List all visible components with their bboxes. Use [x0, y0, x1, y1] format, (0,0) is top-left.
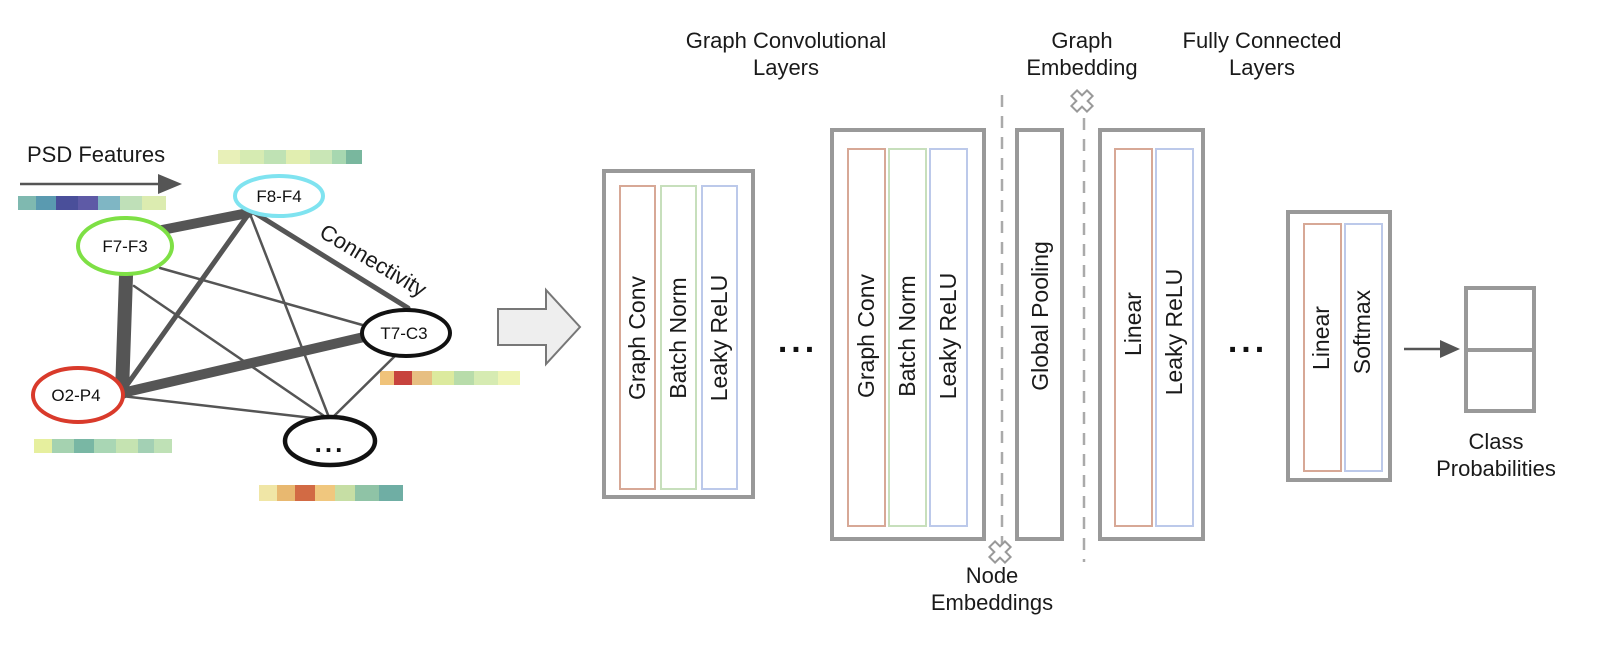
feature-strip-f7f3	[18, 196, 166, 210]
gc2-leaky-relu-label: Leaky ReLU	[935, 273, 961, 400]
psd-features-label: PSD Features	[27, 142, 165, 167]
gc2-leaky-relu-sublayer	[929, 148, 968, 527]
gc2-graph-conv-sublayer	[847, 148, 886, 527]
node-embedding-x-icon	[987, 539, 1013, 565]
node-f8f4-ring	[233, 174, 325, 218]
fc1-leaky-relu-sublayer	[1155, 148, 1194, 527]
fc2-linear-sublayer	[1303, 223, 1342, 472]
gc1-graph-conv-label: Graph Conv	[624, 276, 650, 401]
fc2-softmax-sublayer	[1344, 223, 1383, 472]
fc-block-1: Linear Leaky ReLU	[1098, 128, 1205, 541]
fc-header-line1: Fully Connected	[1183, 28, 1342, 53]
node-f7f3-label: F7-F3	[102, 237, 147, 256]
node-more-label: ...	[315, 428, 346, 458]
ge-header-line1: Graph	[1051, 28, 1112, 53]
node-embeddings-line2: Embeddings	[931, 590, 1053, 615]
gc2-batch-norm-sublayer	[888, 148, 927, 527]
gc1-graph-conv-sublayer	[619, 185, 656, 490]
node-o2p4-ring	[31, 366, 125, 424]
output-arrow-head	[1440, 340, 1460, 358]
node-t7c3-label: T7-C3	[380, 324, 427, 343]
eeg-graph: PSD Features	[18, 142, 520, 501]
gc1-leaky-relu-label: Leaky ReLU	[706, 275, 732, 402]
flow-arrow	[497, 287, 582, 367]
section-headers: Graph Convolutional Layers Graph Embeddi…	[686, 28, 1342, 80]
node-f7f3-ring	[76, 216, 174, 276]
node-f7f3: F7-F3	[76, 216, 174, 276]
gc-header-line1: Graph Convolutional	[686, 28, 887, 53]
fc2-linear-label: Linear	[1308, 306, 1334, 370]
gc1-batch-norm-label: Batch Norm	[665, 277, 691, 398]
graph-embedding-x-icon	[1069, 88, 1095, 114]
gc-block-1: Graph Conv Batch Norm Leaky ReLU	[602, 169, 755, 499]
node-more-ring	[282, 414, 378, 468]
feature-strip-more	[259, 485, 403, 501]
fc1-leaky-relu-label: Leaky ReLU	[1161, 269, 1187, 396]
feature-strip-f8f4	[218, 150, 362, 164]
node-f8f4-label: F8-F4	[256, 187, 301, 206]
gc-ellipsis: ...	[778, 322, 818, 360]
psd-arrow-head	[158, 174, 182, 194]
fc1-linear-label: Linear	[1120, 292, 1146, 356]
gc-header-line2: Layers	[753, 55, 819, 80]
graph-edges	[115, 207, 411, 422]
feature-strip-t7c3	[380, 371, 520, 385]
node-more: ...	[282, 414, 378, 468]
fc1-linear-sublayer	[1114, 148, 1153, 527]
fc2-softmax-label: Softmax	[1349, 289, 1375, 374]
gc-block-2: Graph Conv Batch Norm Leaky ReLU	[830, 128, 986, 541]
ge-header-line2: Embedding	[1026, 55, 1137, 80]
fc-ellipsis: ...	[1228, 322, 1268, 360]
feature-strip-o2p4	[34, 439, 172, 453]
gc1-leaky-relu-sublayer	[701, 185, 738, 490]
gc1-batch-norm-sublayer	[660, 185, 697, 490]
class-probabilities-box	[1464, 286, 1536, 413]
gc2-graph-conv-label: Graph Conv	[853, 274, 879, 399]
global-pooling-block: Global Pooling	[1015, 128, 1064, 541]
node-o2p4: O2-P4	[31, 366, 125, 424]
node-o2p4-label: O2-P4	[51, 386, 100, 405]
gc2-batch-norm-label: Batch Norm	[894, 275, 920, 396]
global-pooling-label: Global Pooling	[1027, 241, 1053, 391]
node-t7c3-ring	[360, 308, 452, 358]
class-probabilities-line1: Class	[1468, 429, 1523, 454]
fc-header-line2: Layers	[1229, 55, 1295, 80]
class-probabilities-line2: Probabilities	[1436, 456, 1556, 481]
fc-block-2: Linear Softmax	[1286, 210, 1392, 482]
node-t7c3: T7-C3	[360, 308, 452, 358]
node-f8f4: F8-F4	[233, 174, 325, 218]
node-embeddings-line1: Node	[966, 563, 1019, 588]
